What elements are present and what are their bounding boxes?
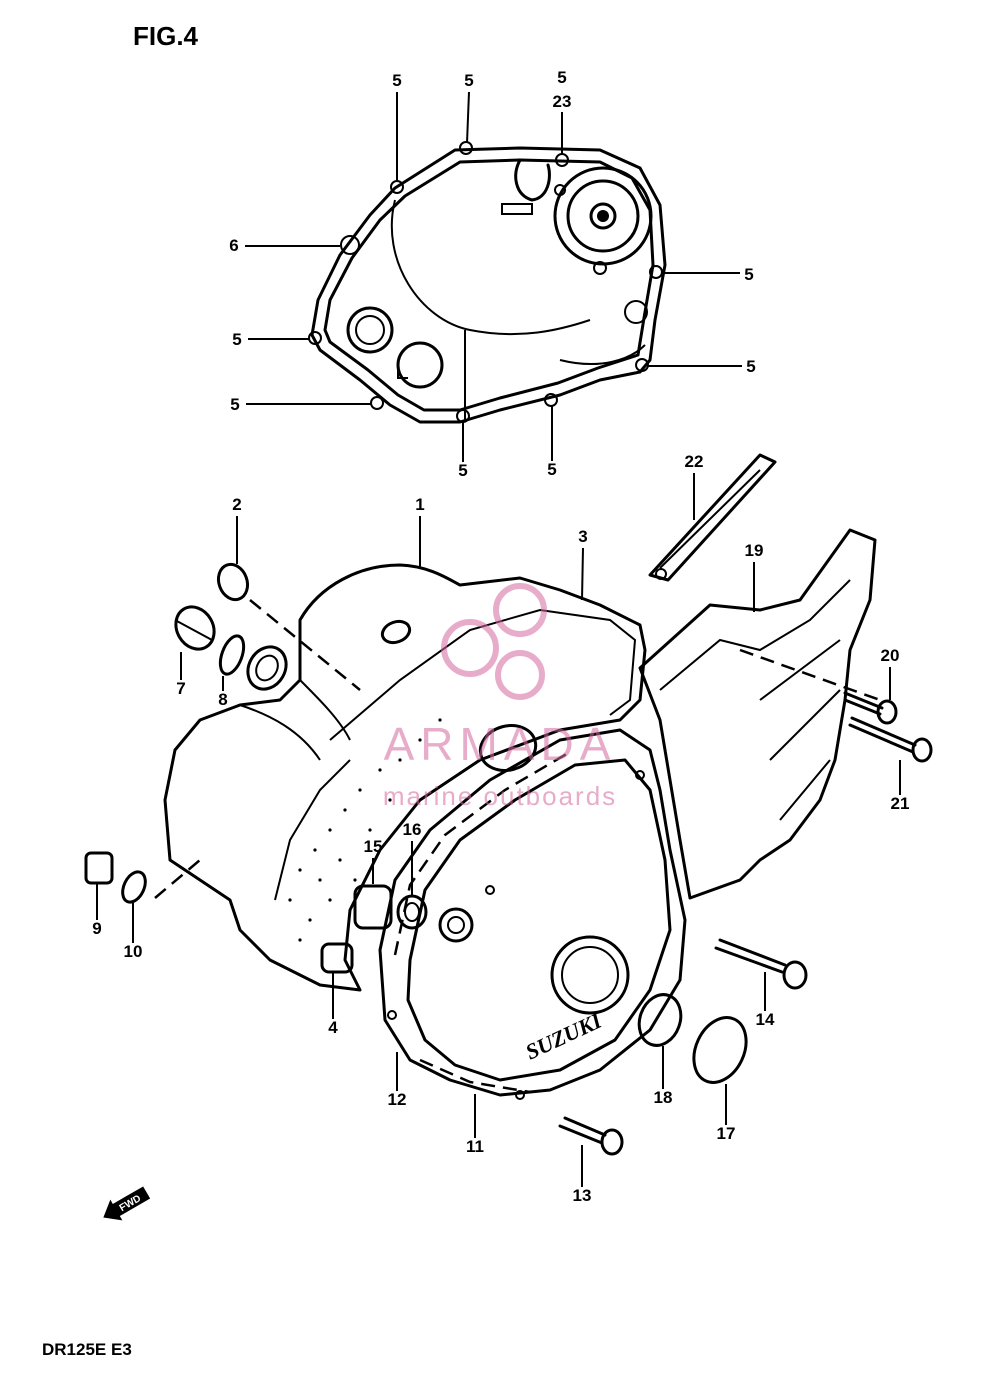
svg-text:3: 3 xyxy=(578,527,587,546)
fwd-label: FWD xyxy=(118,1193,143,1214)
watermark-tagline: marine outboards xyxy=(383,781,617,811)
svg-text:15: 15 xyxy=(364,837,383,856)
callout-3: 3 xyxy=(578,527,588,601)
svg-text:14: 14 xyxy=(756,1010,775,1029)
callout-9: 9 xyxy=(92,884,102,938)
callout-5: 5 xyxy=(648,357,756,376)
sprocket-cover xyxy=(638,453,877,900)
svg-text:4: 4 xyxy=(328,1018,338,1037)
callout-13: 13 xyxy=(573,1145,592,1205)
svg-text:20: 20 xyxy=(881,646,900,665)
figure-title: FIG.4 xyxy=(133,21,199,51)
svg-text:21: 21 xyxy=(891,794,910,813)
watermark-logo-icon xyxy=(441,583,547,700)
callout-22: 22 xyxy=(685,452,704,520)
callout-5: 5 xyxy=(557,68,566,87)
callout-5: 5 xyxy=(547,406,557,479)
callout-23: 23 xyxy=(553,92,572,154)
callout-12: 12 xyxy=(388,1052,407,1109)
callout-1: 1 xyxy=(415,495,425,568)
callout-16: 16 xyxy=(403,820,422,895)
callout-17: 17 xyxy=(717,1084,736,1143)
svg-text:7: 7 xyxy=(176,679,185,698)
svg-text:2: 2 xyxy=(232,495,241,514)
callout-4: 4 xyxy=(328,972,338,1037)
callout-5: 5 xyxy=(458,422,468,480)
svg-text:5: 5 xyxy=(746,357,755,376)
svg-text:9: 9 xyxy=(92,919,101,938)
clutch-cover-gasket xyxy=(308,141,667,424)
callout-5: 5 xyxy=(392,71,402,182)
small-parts xyxy=(84,562,933,1156)
callout-18: 18 xyxy=(654,1046,673,1107)
svg-text:5: 5 xyxy=(464,71,473,90)
svg-text:5: 5 xyxy=(232,330,241,349)
svg-text:16: 16 xyxy=(403,820,422,839)
model-code: DR125E E3 xyxy=(42,1340,132,1359)
svg-text:11: 11 xyxy=(466,1137,484,1156)
callout-11: 11 xyxy=(466,1094,484,1156)
callout-7: 7 xyxy=(176,652,186,698)
callout-5: 5 xyxy=(464,71,474,144)
callout-2: 2 xyxy=(232,495,242,564)
svg-text:19: 19 xyxy=(745,541,764,560)
svg-text:5: 5 xyxy=(557,68,566,87)
svg-text:5: 5 xyxy=(392,71,401,90)
callout-6: 6 xyxy=(229,236,340,255)
callout-14: 14 xyxy=(756,972,775,1029)
callout-19: 19 xyxy=(745,541,764,612)
svg-text:6: 6 xyxy=(229,236,238,255)
svg-text:10: 10 xyxy=(124,942,143,961)
svg-text:5: 5 xyxy=(744,265,753,284)
watermark-brand: ARMADA xyxy=(384,718,617,770)
callouts: 5 5 5 23 6 5 5 5 5 5 5 22 2 1 3 19 7 8 2… xyxy=(92,68,909,1205)
crankcase-cover xyxy=(163,563,647,992)
svg-text:13: 13 xyxy=(573,1186,592,1205)
svg-text:23: 23 xyxy=(553,92,572,111)
svg-text:1: 1 xyxy=(415,495,424,514)
callout-15: 15 xyxy=(364,837,383,884)
callout-8: 8 xyxy=(218,676,228,709)
callout-5: 5 xyxy=(232,330,309,349)
svg-text:5: 5 xyxy=(230,395,239,414)
callout-5: 5 xyxy=(230,395,371,414)
callout-5: 5 xyxy=(662,265,754,284)
callout-10: 10 xyxy=(124,903,143,961)
svg-text:5: 5 xyxy=(547,460,556,479)
svg-text:18: 18 xyxy=(654,1088,673,1107)
svg-text:8: 8 xyxy=(218,690,227,709)
svg-text:22: 22 xyxy=(685,452,704,471)
cover-brand-text: SUZUKI xyxy=(522,1007,607,1064)
watermark: ARMADA marine outboards xyxy=(383,583,617,811)
svg-text:12: 12 xyxy=(388,1090,407,1109)
callout-20: 20 xyxy=(881,646,900,700)
svg-text:17: 17 xyxy=(717,1124,736,1143)
svg-text:5: 5 xyxy=(458,461,467,480)
callout-21: 21 xyxy=(891,760,910,813)
forward-direction-arrow-icon: FWD xyxy=(103,1186,151,1221)
